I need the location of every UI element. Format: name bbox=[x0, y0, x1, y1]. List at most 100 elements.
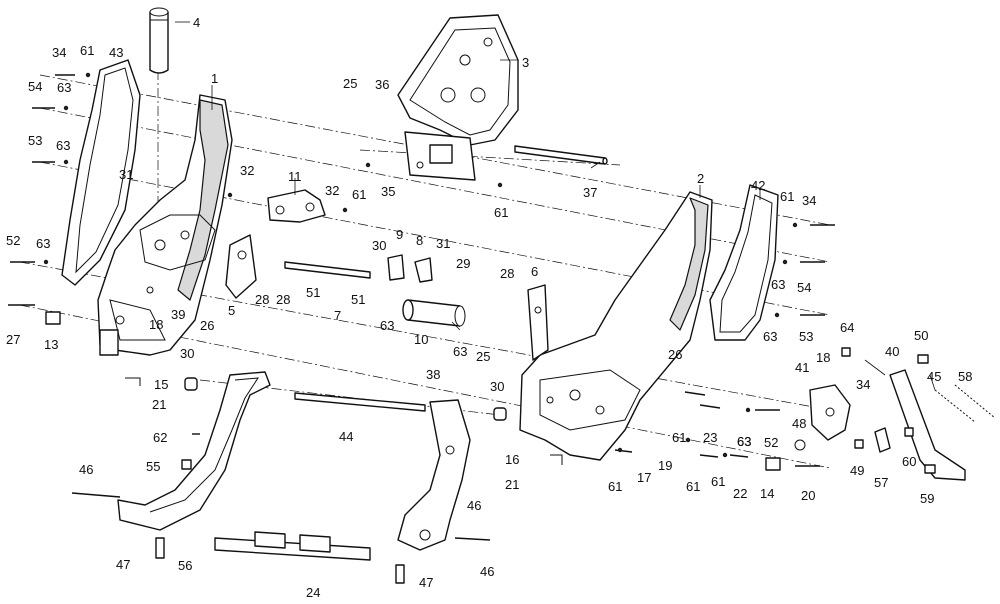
callout-28b: 28 bbox=[276, 292, 290, 307]
callout-34a: 34 bbox=[52, 45, 66, 60]
small-bracket-part-9 bbox=[387, 254, 405, 281]
right-side-cover-part-42 bbox=[709, 184, 779, 341]
callout-63i: 63 bbox=[737, 434, 751, 449]
callout-26a: 26 bbox=[200, 318, 214, 333]
cross-bar-part-44 bbox=[294, 392, 426, 412]
left-side-cover-part-43 bbox=[61, 59, 141, 286]
callout-18b: 18 bbox=[816, 350, 830, 365]
callout-30a: 30 bbox=[372, 238, 386, 253]
callout-62: 62 bbox=[153, 430, 167, 445]
foot-bar-part-24 bbox=[214, 531, 371, 561]
callout-61e: 61 bbox=[608, 479, 622, 494]
callout-22: 22 bbox=[733, 486, 747, 501]
callout-45: 45 bbox=[927, 369, 941, 384]
callout-63a: 63 bbox=[57, 80, 71, 95]
callout-24: 24 bbox=[306, 585, 320, 600]
callout-32a: 32 bbox=[240, 163, 254, 178]
bracket-part-5 bbox=[225, 234, 257, 299]
bushing-part-10 bbox=[402, 299, 466, 327]
tube-part-4 bbox=[149, 7, 169, 74]
callout-34c: 34 bbox=[856, 377, 870, 392]
callout-5: 5 bbox=[228, 303, 235, 318]
callout-11: 11 bbox=[288, 169, 302, 184]
callout-40: 40 bbox=[885, 344, 899, 359]
mount-plate-part-36 bbox=[404, 131, 476, 181]
callout-46b: 46 bbox=[467, 498, 481, 513]
callout-53a: 53 bbox=[28, 133, 42, 148]
callout-47b: 47 bbox=[419, 575, 433, 590]
callout-44: 44 bbox=[339, 429, 353, 444]
callout-35: 35 bbox=[381, 184, 395, 199]
springs-part-45-58 bbox=[934, 384, 996, 423]
hinge-bracket-part-11 bbox=[267, 189, 326, 223]
small-bracket-part-8 bbox=[414, 257, 433, 283]
callout-15: 15 bbox=[154, 377, 168, 392]
callout-47a: 47 bbox=[116, 557, 130, 572]
callout-37: 37 bbox=[583, 185, 597, 200]
callout-61f: 61 bbox=[672, 430, 686, 445]
callout-53b: 53 bbox=[799, 329, 813, 344]
leader-lines bbox=[175, 21, 936, 391]
seat-back-part-3 bbox=[397, 14, 519, 146]
callout-63h: 63 bbox=[737, 434, 751, 449]
callout-32b: 32 bbox=[325, 183, 339, 198]
callout-56: 56 bbox=[178, 558, 192, 573]
callout-55: 55 bbox=[146, 459, 160, 474]
fasteners bbox=[8, 72, 936, 584]
callout-54a: 54 bbox=[28, 79, 42, 94]
stand-part-40 bbox=[889, 369, 966, 481]
callout-21a: 21 bbox=[152, 397, 166, 412]
callout-6: 6 bbox=[531, 264, 538, 279]
callout-61g: 61 bbox=[686, 479, 700, 494]
callout-61c: 61 bbox=[494, 205, 508, 220]
callout-52b: 52 bbox=[764, 435, 778, 450]
foot-rest-assembly-part-56 bbox=[117, 371, 271, 531]
callout-25b: 25 bbox=[476, 349, 490, 364]
callout-46a: 46 bbox=[79, 462, 93, 477]
right-frame-part-2 bbox=[519, 191, 713, 461]
callout-31b: 31 bbox=[436, 236, 450, 251]
callout-29: 29 bbox=[456, 256, 470, 271]
callout-28a: 28 bbox=[255, 292, 269, 307]
callout-26b: 26 bbox=[668, 347, 682, 362]
callout-13: 13 bbox=[44, 337, 58, 352]
callout-63e: 63 bbox=[453, 344, 467, 359]
callout-51b: 51 bbox=[351, 292, 365, 307]
callout-7: 7 bbox=[334, 308, 341, 323]
callout-61b: 61 bbox=[352, 187, 366, 202]
callout-14: 14 bbox=[760, 486, 774, 501]
callout-31a: 31 bbox=[119, 167, 133, 182]
callout-34b: 34 bbox=[802, 193, 816, 208]
callout-3: 3 bbox=[522, 55, 529, 70]
callout-63b: 63 bbox=[56, 138, 70, 153]
callout-59: 59 bbox=[920, 491, 934, 506]
callout-30c: 30 bbox=[490, 379, 504, 394]
axle-part-37 bbox=[514, 145, 608, 165]
callout-38: 38 bbox=[426, 367, 440, 382]
callout-10: 10 bbox=[414, 332, 428, 347]
callout-25a: 25 bbox=[343, 76, 357, 91]
side-plate-part-38 bbox=[397, 399, 471, 551]
left-frame-part-1 bbox=[97, 94, 233, 356]
callout-19: 19 bbox=[658, 458, 672, 473]
callout-21b: 21 bbox=[505, 477, 519, 492]
callout-42: 42 bbox=[751, 178, 765, 193]
clip-part-57 bbox=[874, 427, 891, 453]
callout-57: 57 bbox=[874, 475, 888, 490]
callout-49: 49 bbox=[850, 463, 864, 478]
callout-63g: 63 bbox=[763, 329, 777, 344]
callout-1: 1 bbox=[211, 71, 218, 86]
shaft-part-7 bbox=[284, 261, 371, 279]
callout-51a: 51 bbox=[306, 285, 320, 300]
callout-36: 36 bbox=[375, 77, 389, 92]
callout-63c: 63 bbox=[36, 236, 50, 251]
callout-39: 39 bbox=[171, 307, 185, 322]
callout-64: 64 bbox=[840, 320, 854, 335]
callout-54b: 54 bbox=[797, 280, 811, 295]
callout-63f: 63 bbox=[771, 277, 785, 292]
callout-52a: 52 bbox=[6, 233, 20, 248]
callout-16: 16 bbox=[505, 452, 519, 467]
callout-61h: 61 bbox=[711, 474, 725, 489]
callout-labels: 1 2 3 4 5 6 7 8 9 10 11 13 14 15 16 17 1… bbox=[6, 15, 972, 600]
